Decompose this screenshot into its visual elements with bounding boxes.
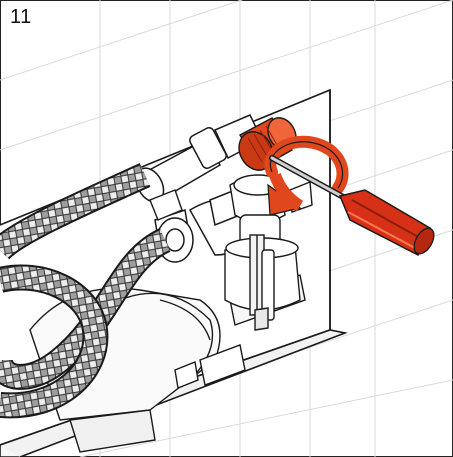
step-number-label: 11 <box>10 6 32 28</box>
hose-clamp <box>149 189 183 221</box>
flathead-screwdriver-icon <box>269 155 435 257</box>
regulator-cartridge <box>224 174 313 331</box>
braided-hose <box>0 163 171 419</box>
